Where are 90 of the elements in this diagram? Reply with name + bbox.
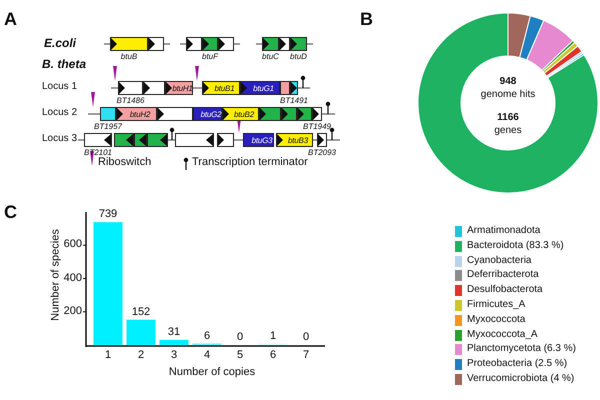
gene-box — [157, 107, 193, 121]
gene-box — [116, 107, 157, 121]
organism-label: E.coli — [44, 37, 76, 49]
gene-box — [243, 133, 274, 147]
gene-box — [134, 133, 147, 147]
value-label: 0 — [236, 332, 244, 343]
gene-box — [202, 81, 240, 95]
panel-label: A — [4, 10, 17, 28]
panel-label: B — [360, 10, 373, 28]
gene-name: btuB1 — [214, 82, 236, 94]
gene-box — [281, 107, 297, 121]
gene-label: btuC — [262, 53, 279, 61]
gene-label: BT1486 — [116, 97, 145, 105]
legend-label: Desulfobacterota — [467, 285, 543, 296]
count-value: 948 — [500, 77, 516, 87]
gene-label: btuD — [290, 53, 307, 61]
tick-label: 2 — [138, 350, 144, 361]
gene-label: BT1949 — [302, 123, 332, 131]
tick-label: 1 — [104, 350, 112, 361]
gene-box — [217, 133, 234, 147]
legend-label: Cyanobacteria — [467, 256, 532, 266]
gene-label: BT1957 — [94, 123, 122, 131]
gene-name: btuG1 — [252, 82, 275, 94]
gene-box — [276, 133, 313, 147]
organism-label: B. theta — [42, 58, 86, 70]
axis-title: Number of species — [50, 229, 62, 321]
gene-label: btuF — [202, 53, 218, 61]
gene-box — [218, 37, 234, 51]
count-value: 1166 — [497, 113, 519, 123]
gene-box — [317, 133, 327, 147]
legend-label: Proteobacteria (2.5 %) — [467, 359, 568, 370]
legend-label: Myxococcota — [467, 314, 526, 325]
tick-label: 4 — [204, 350, 210, 361]
tick-label: 6 — [270, 350, 276, 361]
gene-box — [279, 37, 290, 51]
count-caption: genes — [494, 126, 522, 136]
gene-box — [100, 107, 116, 121]
value-label: 0 — [302, 332, 310, 343]
tick-label: 400 — [64, 272, 82, 284]
tick-label: 5 — [236, 350, 244, 361]
gene-box — [280, 81, 290, 95]
gene-name: btuB3 — [287, 134, 310, 146]
gene-box — [84, 133, 112, 147]
gene-box — [148, 37, 164, 51]
gene-name: btuG3 — [251, 134, 273, 146]
gene-box — [143, 81, 165, 95]
gene-label: btuB — [120, 53, 138, 61]
tick-label: 600 — [64, 239, 82, 250]
legend-label: Riboswitch — [98, 157, 152, 168]
value-label: 739 — [98, 209, 118, 220]
gene-name: btuH2 — [128, 108, 152, 120]
count-caption: genome hits — [480, 90, 536, 100]
legend-label: Deferribacterota — [467, 270, 539, 280]
gene-box — [186, 37, 202, 51]
panel-label: C — [4, 203, 17, 221]
value-label: 1 — [270, 330, 276, 342]
gene-box — [175, 133, 214, 147]
locus-label: Locus 2 — [42, 108, 78, 118]
gene-box — [290, 37, 307, 51]
gene-box — [297, 107, 312, 121]
gene-box — [118, 81, 143, 95]
locus-label: Locus 1 — [42, 82, 78, 92]
locus-label: Locus 3 — [42, 134, 78, 144]
gene-box — [110, 37, 148, 51]
gene-box — [222, 107, 259, 121]
value-label: 6 — [204, 330, 210, 342]
legend-label: Myxococcota_A — [467, 330, 538, 340]
gene-label: BT2101 — [84, 149, 112, 157]
legend-label: Bacteroidota (83.3 %) — [467, 240, 564, 251]
legend-label: Firmicutes_A — [467, 300, 526, 310]
legend-label: Planctomycetota (6.3 %) — [467, 344, 576, 354]
gene-box — [114, 133, 134, 147]
gene-label: BT1491 — [280, 97, 308, 105]
gene-box — [259, 107, 281, 121]
value-label: 31 — [168, 326, 180, 338]
tick-label: 3 — [170, 350, 178, 361]
gene-box — [312, 107, 322, 121]
gene-box — [262, 37, 279, 51]
gene-box — [147, 133, 168, 147]
gene-name: btuB2 — [233, 108, 255, 120]
gene-label: BT2093 — [308, 149, 336, 157]
tick-label: 7 — [302, 350, 310, 361]
legend-label: Transcription terminator — [192, 157, 308, 168]
value-label: 152 — [132, 306, 150, 318]
gene-box — [202, 37, 218, 51]
gene-box — [240, 81, 280, 95]
tick-label: 200 — [64, 306, 82, 317]
legend-label: Verrucomicrobiota (4 %) — [467, 374, 574, 384]
axis-title: Number of copies — [168, 367, 256, 378]
legend-label: Armatimonadota — [467, 226, 540, 236]
